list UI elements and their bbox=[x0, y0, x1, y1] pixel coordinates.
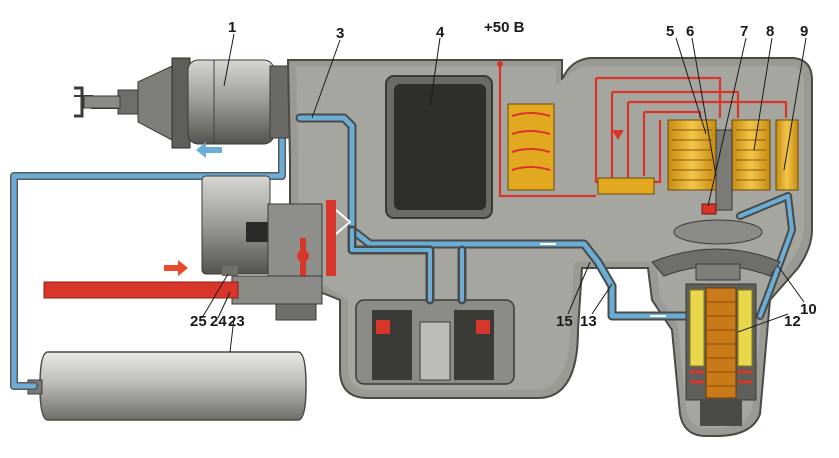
callout-10: 10 bbox=[800, 301, 817, 318]
power-terminal bbox=[497, 61, 503, 67]
callout-12: 12 bbox=[784, 313, 801, 330]
valve-diaphragm bbox=[651, 219, 781, 281]
receiver-cavity bbox=[385, 75, 493, 219]
callout-7: 7 bbox=[740, 23, 748, 40]
callout-8: 8 bbox=[766, 23, 774, 40]
callout-24: 24 bbox=[210, 313, 227, 330]
lower-chamber bbox=[355, 299, 515, 385]
terminal-block bbox=[507, 103, 655, 195]
callout-labels: 1 3 4 5 6 7 8 9 10 12 13 15 23 24 25 +50… bbox=[190, 19, 817, 330]
voltage-label: +50 В bbox=[484, 19, 525, 36]
callout-5: 5 bbox=[666, 23, 674, 40]
callout-25: 25 bbox=[190, 313, 207, 330]
callout-15: 15 bbox=[556, 313, 573, 330]
leader-lines bbox=[201, 33, 807, 353]
callout-3: 3 bbox=[336, 25, 344, 42]
input-flow-arrow bbox=[164, 260, 188, 276]
bleed-valve bbox=[201, 175, 336, 321]
input-pipe bbox=[43, 281, 239, 299]
callout-6: 6 bbox=[686, 23, 694, 40]
actuator-cylinder bbox=[74, 57, 293, 149]
callout-13: 13 bbox=[580, 313, 597, 330]
callout-1: 1 bbox=[228, 19, 236, 36]
callout-4: 4 bbox=[436, 24, 445, 41]
diode-icon bbox=[612, 130, 624, 140]
callout-23: 23 bbox=[228, 313, 245, 330]
callout-9: 9 bbox=[800, 23, 808, 40]
valve-piston bbox=[685, 283, 757, 426]
flow-markers bbox=[540, 243, 666, 317]
air-flow-arrow bbox=[196, 142, 222, 158]
air-reservoir bbox=[27, 351, 307, 421]
internal-air-channels bbox=[295, 113, 796, 321]
